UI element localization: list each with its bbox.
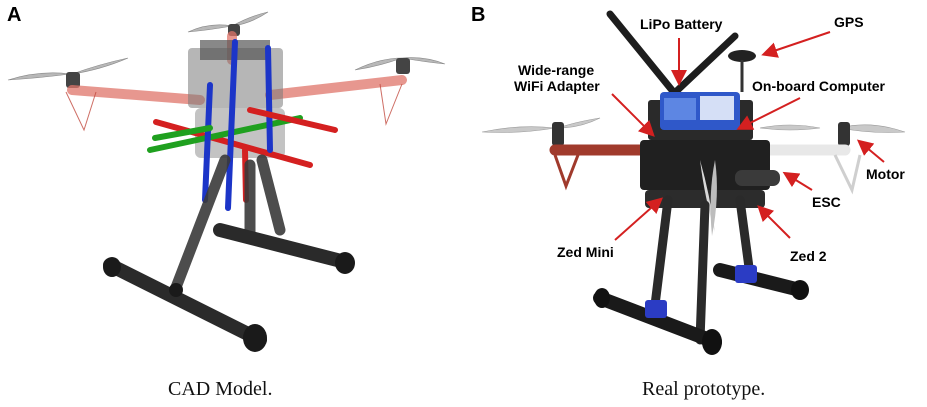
label-motor: Motor xyxy=(866,166,905,182)
annotation-arrows xyxy=(611,31,885,241)
label-zed-mini: Zed Mini xyxy=(557,244,614,260)
caption-real-prototype: Real prototype. xyxy=(642,378,766,400)
arrow-esc xyxy=(782,171,813,191)
caption-cad-model: CAD Model. xyxy=(168,378,273,400)
label-wifi-line1: Wide-range xyxy=(518,62,595,78)
arrow-motor xyxy=(856,139,885,163)
label-lipo-battery: LiPo Battery xyxy=(640,16,723,32)
cad-drone-model xyxy=(7,11,446,352)
label-wifi-line2: WiFi Adapter xyxy=(514,78,600,94)
label-gps: GPS xyxy=(834,14,864,30)
label-esc: ESC xyxy=(812,194,841,210)
arrow-onboard-computer xyxy=(736,97,801,130)
label-onboard-computer: On-board Computer xyxy=(752,78,885,94)
cad-propeller-left xyxy=(7,57,129,81)
panel-letter-a: A xyxy=(7,4,22,26)
arrow-zed-2 xyxy=(757,205,791,239)
panel-letter-b: B xyxy=(471,4,486,26)
real-drone-photo xyxy=(481,10,906,355)
arrow-wifi-adapter xyxy=(611,93,655,137)
label-zed-2: Zed 2 xyxy=(790,248,827,264)
arrow-zed-mini xyxy=(614,197,663,241)
arrow-gps xyxy=(761,31,831,58)
